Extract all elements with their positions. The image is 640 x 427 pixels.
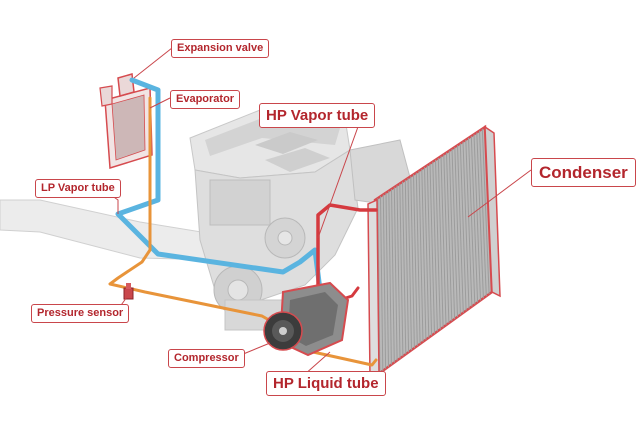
- label-lp-vapor-tube: LP Vapor tube: [35, 179, 121, 198]
- label-expansion-valve: Expansion valve: [171, 39, 270, 58]
- leader-lines: [100, 47, 532, 376]
- label-hp-vapor-tube: HP Vapor tube: [259, 103, 376, 128]
- evaporator-unit: [99, 73, 153, 169]
- pressure-sensor-part: [123, 283, 134, 300]
- condenser-unit: [367, 124, 501, 380]
- label-condenser: Condenser: [531, 158, 636, 187]
- lp-vapor-tube: [115, 77, 323, 293]
- label-hp-liquid-tube: HP Liquid tube: [266, 371, 386, 396]
- label-evaporator: Evaporator: [170, 90, 241, 109]
- compressor-unit: [263, 281, 350, 357]
- label-pressure-sensor: Pressure sensor: [31, 304, 130, 323]
- label-compressor: Compressor: [168, 349, 245, 368]
